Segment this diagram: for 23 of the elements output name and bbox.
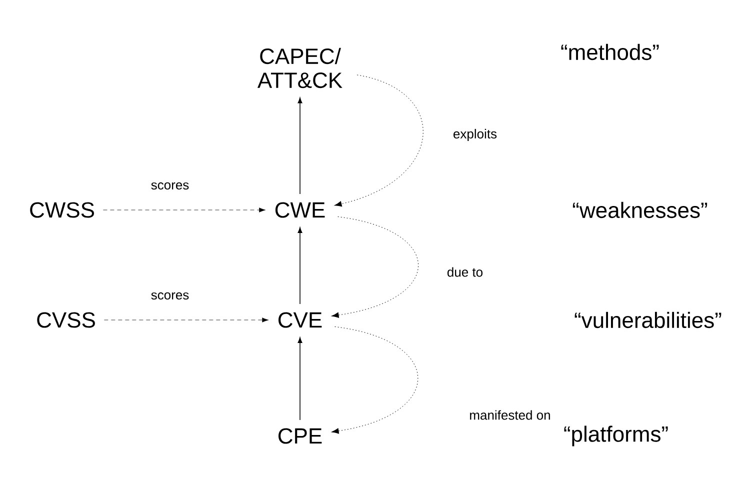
- dotted-curved-arrow: [332, 326, 418, 434]
- edge-label: manifested on: [468, 409, 552, 421]
- edge-label: scores: [150, 181, 190, 191]
- edge-label: scores: [150, 291, 190, 301]
- term-label: CAPEC/ ATT&CK: [257, 48, 342, 88]
- term-label: CVSS: [37, 312, 95, 328]
- category-label: “vulnerabilities”: [574, 312, 722, 328]
- dotted-curved-arrow: [332, 216, 419, 318]
- dotted-curved-arrow: [334, 74, 424, 207]
- arrow: [104, 318, 269, 322]
- term-label: CVE: [278, 312, 322, 328]
- arrow: [103, 208, 266, 212]
- term-label: CPE: [278, 428, 322, 444]
- arrow: [298, 98, 302, 194]
- term-label: CWE: [275, 202, 325, 218]
- edge-label: due to: [446, 266, 484, 278]
- term-label: CWSS: [30, 202, 94, 218]
- arrow: [298, 337, 302, 420]
- edge-label: exploits: [452, 128, 498, 142]
- arrow: [298, 227, 302, 304]
- category-label: “weaknesses”: [572, 202, 708, 218]
- category-label: “methods”: [561, 44, 659, 60]
- category-label: “platforms”: [564, 426, 668, 446]
